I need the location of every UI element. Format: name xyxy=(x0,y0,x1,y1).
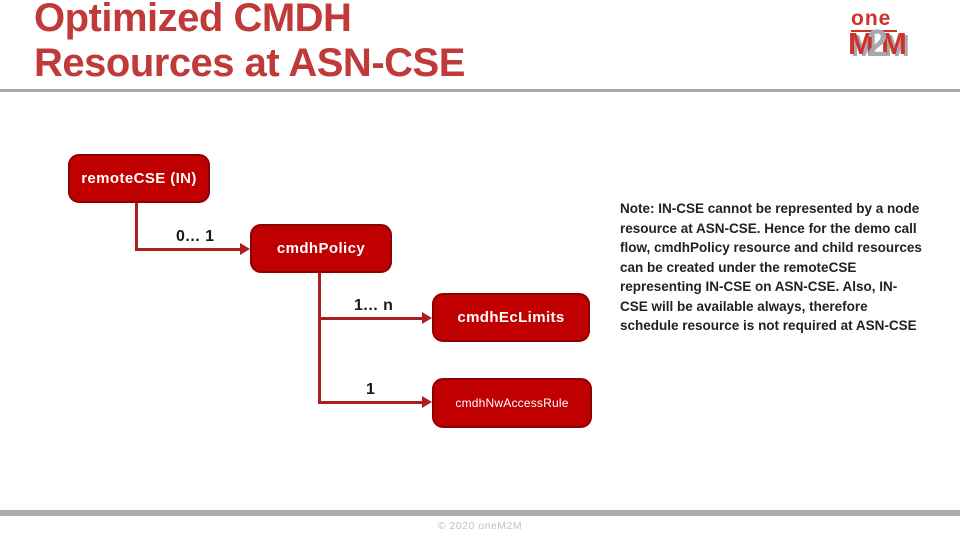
page-title-line-2: Resources at ASN-CSE xyxy=(34,41,465,85)
cardinality-label-cmdhpolicy-cmdheclimits: 1... n xyxy=(354,297,394,314)
logo-m2m-text: M2M xyxy=(848,25,934,63)
footer-divider xyxy=(0,510,960,516)
connector-cmdhpolicy-to-cmdhnwaccessrule xyxy=(318,401,422,404)
node-cmdhpolicy: cmdhPolicy xyxy=(250,224,392,273)
note-text: Note: IN-CSE cannot be represented by a … xyxy=(620,199,925,336)
node-cmdheclimits: cmdhEcLimits xyxy=(432,293,590,342)
logo-m-right: M xyxy=(880,26,907,61)
arrow-right-icon xyxy=(422,396,432,408)
note-label: Note: xyxy=(620,201,655,216)
connector-cmdhpolicy-to-cmdheclimits xyxy=(318,317,422,320)
note-body: IN-CSE cannot be represented by a node r… xyxy=(620,201,922,333)
connector-remotecse-vertical xyxy=(135,203,138,251)
logo-one-text: one xyxy=(851,8,898,32)
connector-cmdhpolicy-vertical xyxy=(318,273,321,404)
page-title: Optimized CMDH Resources at ASN-CSE xyxy=(34,0,465,86)
connector-remotecse-to-cmdhpolicy xyxy=(135,248,240,251)
page-title-line-1: Optimized CMDH xyxy=(34,0,352,40)
onem2m-logo: one M2M xyxy=(848,8,934,64)
logo-m-left: M xyxy=(848,26,874,61)
node-remotecse: remoteCSE (IN) xyxy=(68,154,210,203)
header-divider xyxy=(0,89,960,92)
node-cmdhnwaccessrule: cmdhNwAccessRule xyxy=(432,378,592,428)
cardinality-label-remotecse-cmdhpolicy: 0... 1 xyxy=(176,228,215,245)
logo-two: 2 xyxy=(866,23,888,65)
arrow-right-icon xyxy=(422,312,432,324)
cardinality-label-cmdhpolicy-cmdhnwaccessrule: 1 xyxy=(366,381,376,398)
arrow-right-icon xyxy=(240,243,250,255)
footer-copyright: © 2020 oneM2M xyxy=(437,520,523,532)
